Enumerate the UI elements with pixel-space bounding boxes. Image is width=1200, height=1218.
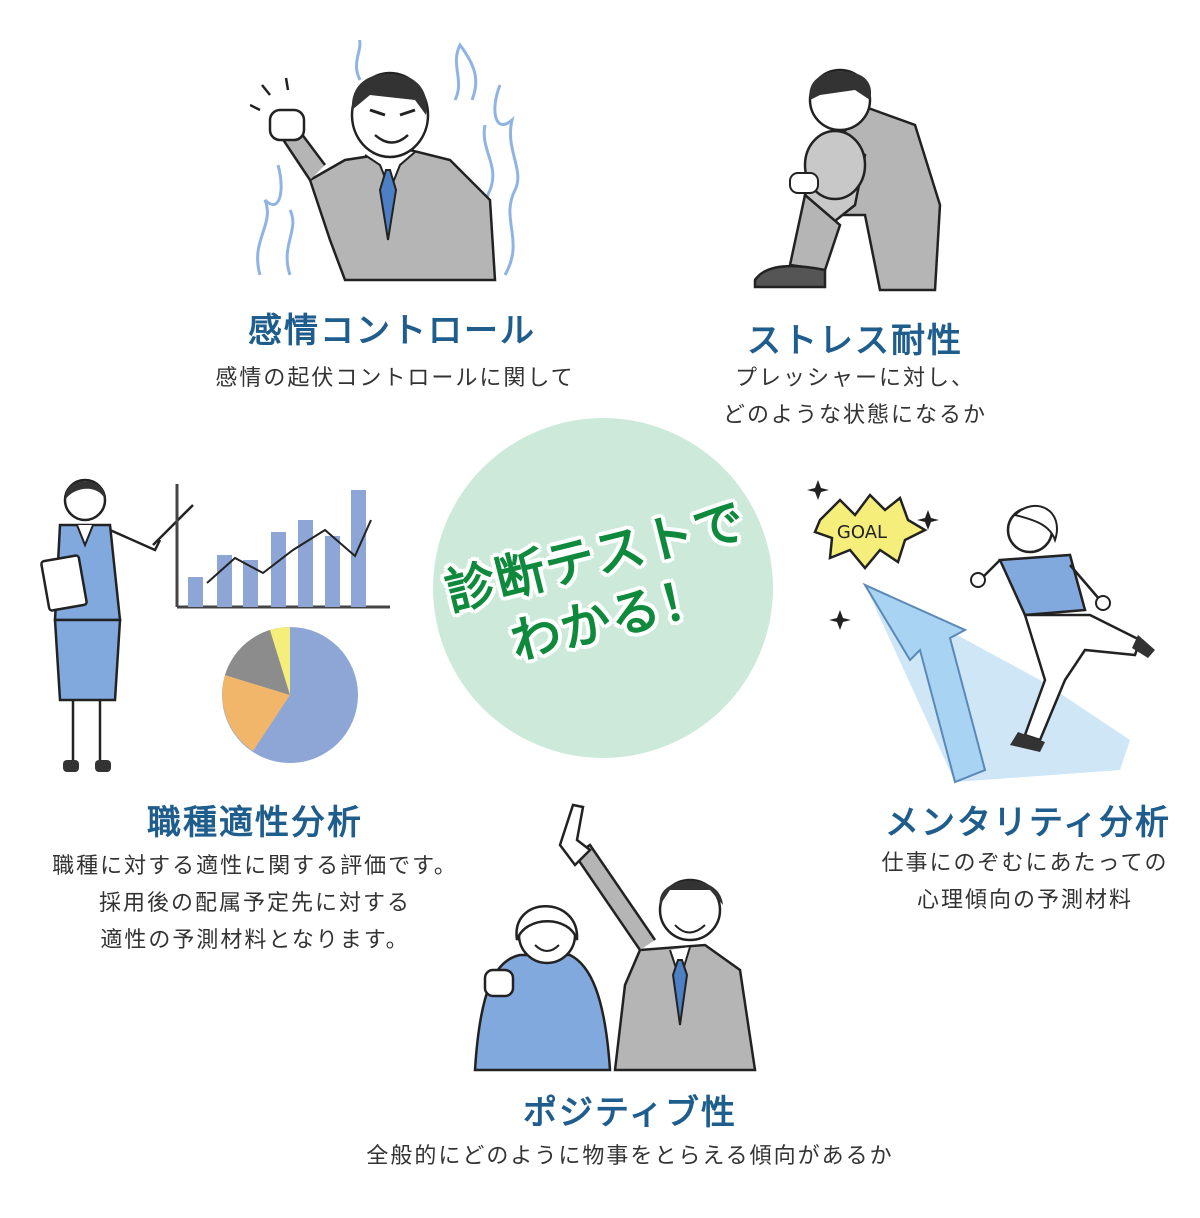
- presentation-illustration: [40, 478, 390, 772]
- positivity-desc: 全般的にどのように物事をとらえる傾向があるか: [290, 1138, 970, 1175]
- job-aptitude-desc-line: 適性の予測材料となります。: [100, 928, 410, 953]
- stress-tolerance-desc: プレッシャーに対し、 どのような状態になるか: [680, 360, 1030, 434]
- mentality-desc-line: 心理傾向の予測材料: [916, 888, 1133, 913]
- emotion-control-desc-line: 感情の起伏コントロールに関して: [215, 366, 575, 391]
- positivity-title: ポジティブ性: [523, 1093, 737, 1133]
- emotion-control-title: 感情コントロール: [248, 311, 536, 351]
- center-circle: 診断テストで わかる！: [433, 418, 773, 758]
- goal-label: GOAL: [837, 522, 887, 543]
- mentality-desc-line: 仕事にのぞむにあたっての: [881, 851, 1169, 876]
- job-aptitude-desc-line: 職種に対する適性に関する評価です。: [52, 854, 458, 879]
- goal-illustration: GOAL: [807, 480, 1155, 784]
- mentality-desc: 仕事にのぞむにあたっての 心理傾向の予測材料: [850, 845, 1200, 919]
- stress-tolerance-title: ストレス耐性: [747, 321, 963, 361]
- depressed-businessman-illustration: [753, 68, 942, 292]
- angry-businessman-illustration: [250, 40, 520, 282]
- job-aptitude-desc: 職種に対する適性に関する評価です。 採用後の配属予定先に対する 適性の予測材料と…: [5, 848, 505, 959]
- positive-pair-illustration: [473, 803, 757, 1072]
- job-aptitude-title: 職種適性分析: [147, 803, 363, 843]
- emotion-control-desc: 感情の起伏コントロールに関して: [150, 360, 640, 397]
- job-aptitude-desc-line: 採用後の配属予定先に対する: [98, 891, 411, 916]
- positivity-desc-line: 全般的にどのように物事をとらえる傾向があるか: [366, 1144, 894, 1169]
- center-heading: 診断テストで わかる！: [397, 382, 809, 794]
- mentality-title: メンタリティ分析: [885, 803, 1171, 843]
- stress-tolerance-desc-line: どのような状態になるか: [722, 403, 987, 428]
- stress-tolerance-desc-line: プレッシャーに対し、: [734, 366, 975, 391]
